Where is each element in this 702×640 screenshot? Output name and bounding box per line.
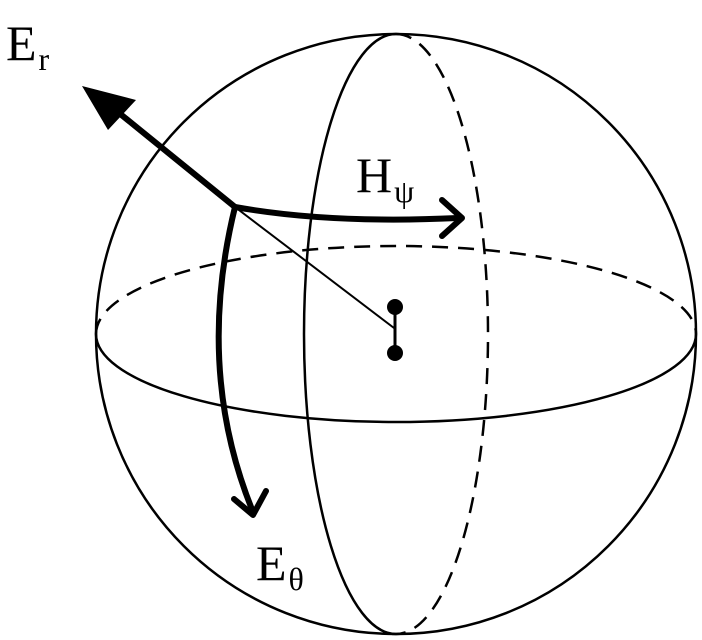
label-e-theta-main: E	[256, 535, 287, 591]
label-h-psi: Hψ	[356, 147, 414, 209]
dipole-charge-top	[387, 299, 403, 315]
radius-line	[234, 206, 395, 329]
h-psi-arrow-shaft	[232, 204, 461, 223]
e-theta-arrow-shaft	[215, 204, 256, 515]
label-e-r-main: E	[6, 15, 37, 71]
label-h-psi-main: H	[356, 147, 392, 203]
e-theta-arrowhead	[231, 488, 269, 518]
label-e-theta: Eθ	[256, 535, 304, 597]
dipole-charge-bottom	[387, 345, 403, 361]
meridian-back	[395, 32, 490, 636]
meridian-front	[302, 32, 397, 636]
equator-front	[94, 333, 698, 424]
e-r-arrowhead	[82, 86, 136, 130]
equator-back	[94, 244, 698, 335]
label-h-psi-sub: ψ	[394, 173, 414, 209]
label-e-r: Er	[6, 15, 50, 77]
h-psi-arrowhead	[439, 197, 465, 239]
label-e-theta-sub: θ	[289, 561, 304, 597]
e-r-arrow-shaft	[105, 101, 238, 210]
label-e-r-sub: r	[39, 41, 50, 77]
